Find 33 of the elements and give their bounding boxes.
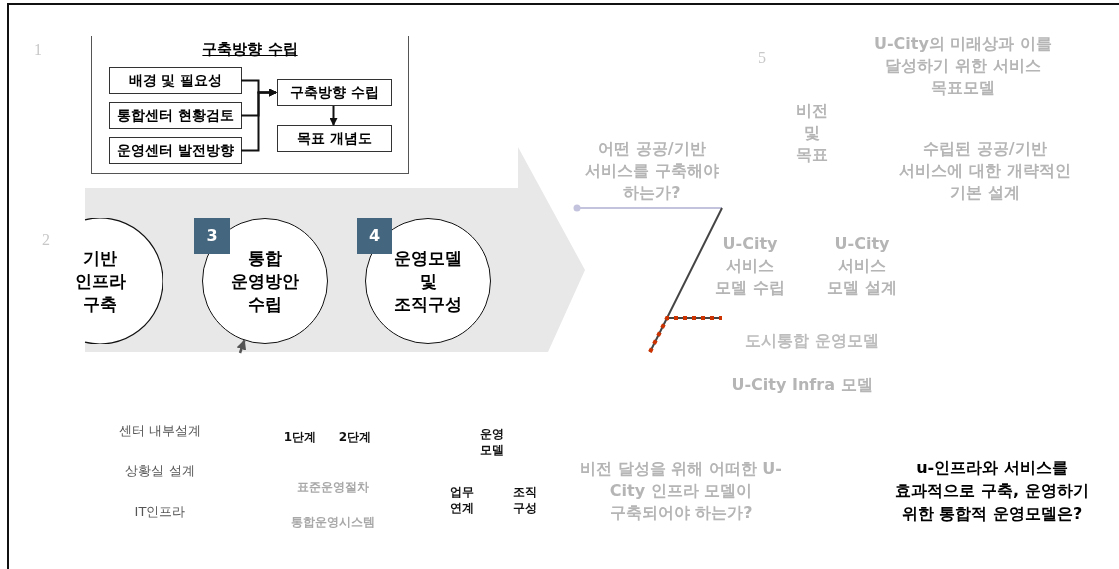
description-text: U-City 서비스 모델 설계 — [826, 233, 898, 299]
description-text: 도시통합 운영모델 — [744, 330, 880, 352]
item-text: 운영 모델 — [479, 426, 505, 458]
item-text: 2단계 — [337, 429, 373, 445]
circle-text: 기반 인프라 구축 — [73, 246, 127, 316]
group-box — [91, 36, 409, 174]
description-text: U-City Infra 모델 — [730, 374, 874, 396]
arrow — [329, 105, 338, 126]
number-badge: 3 — [194, 218, 230, 254]
description-text: U-City의 미래상과 이를 달성하기 위한 서비스 목표모델 — [872, 33, 1054, 99]
description-text: 수립된 공공/기반 서비스에 대한 개략적인 기본 설계 — [898, 138, 1072, 204]
description-text: 어떤 공공/기반 서비스를 구축해야 하는가? — [584, 138, 720, 204]
group-heading: 구축방향 수립 — [202, 39, 298, 60]
process-box: 배경 및 필요성 — [109, 67, 242, 94]
item-text: 업무 연계 — [449, 484, 475, 516]
description-text: 비전 및 목표 — [795, 100, 829, 166]
arrow — [240, 88, 277, 152]
process-box: 구축방향 수립 — [277, 79, 392, 106]
description-text: U-City 서비스 모델 수립 — [714, 233, 786, 299]
item-text: 조직 구성 — [512, 484, 538, 516]
item-text: 통합운영시스템 — [290, 514, 376, 530]
item-text: 표준운영절차 — [296, 479, 370, 495]
number-badge: 4 — [357, 218, 392, 254]
description-text: 비전 달성을 위해 어떠한 U-City 인프라 모델이 구축되어야 하는가? — [579, 458, 783, 524]
item-text: 1단계 — [282, 429, 318, 445]
item-text: 센터 내부설계 — [117, 422, 203, 440]
item-text: IT인프라 — [133, 503, 187, 521]
process-box: 운영센터 발전방향 — [109, 137, 242, 164]
arrow — [236, 339, 247, 354]
item-text: 상황실 설계 — [124, 462, 196, 480]
question-text: u-인프라와 서비스를 효과적으로 구축, 운영하기 위한 통합적 운영모델은? — [894, 457, 1090, 525]
process-box: 목표 개념도 — [277, 125, 392, 152]
process-box: 통합센터 현황검토 — [109, 102, 242, 129]
